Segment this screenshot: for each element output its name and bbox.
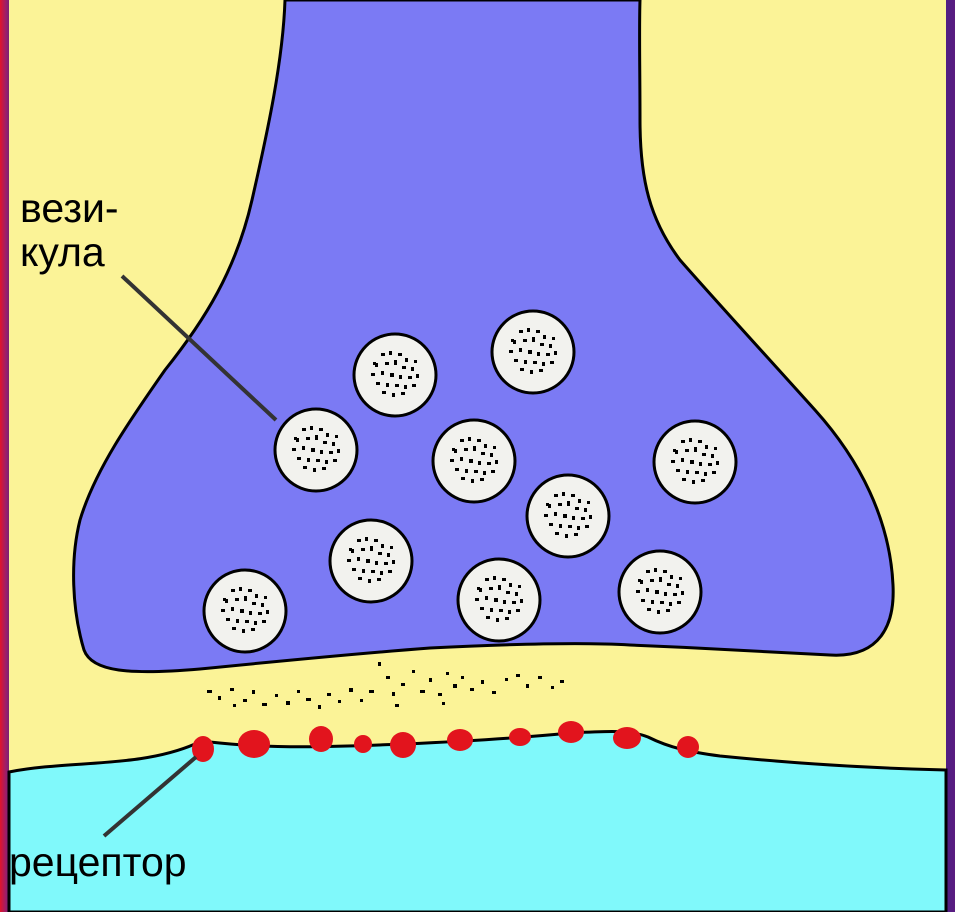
receptor	[509, 728, 531, 746]
vesicle	[527, 475, 609, 557]
vesicle	[204, 570, 286, 652]
receptor	[677, 736, 699, 758]
receptor	[613, 727, 641, 749]
vesicle	[492, 311, 574, 393]
vesicle	[619, 551, 701, 633]
vesicle	[275, 409, 357, 491]
receptor	[390, 732, 416, 758]
vesicle	[458, 559, 540, 641]
receptor-label: рецептор	[9, 840, 187, 884]
receptor	[354, 735, 372, 753]
vesicle-label-line2: кула	[20, 230, 119, 274]
receptor	[309, 726, 333, 752]
vesicle	[433, 420, 515, 502]
vesicle-label-line1: вези-	[20, 186, 119, 230]
receptor	[447, 729, 473, 751]
receptor	[238, 730, 270, 758]
vesicle	[330, 520, 412, 602]
receptor	[558, 721, 584, 743]
vesicle	[354, 334, 436, 416]
vesicle	[654, 421, 736, 503]
vesicle-label: вези- кула	[20, 186, 119, 274]
